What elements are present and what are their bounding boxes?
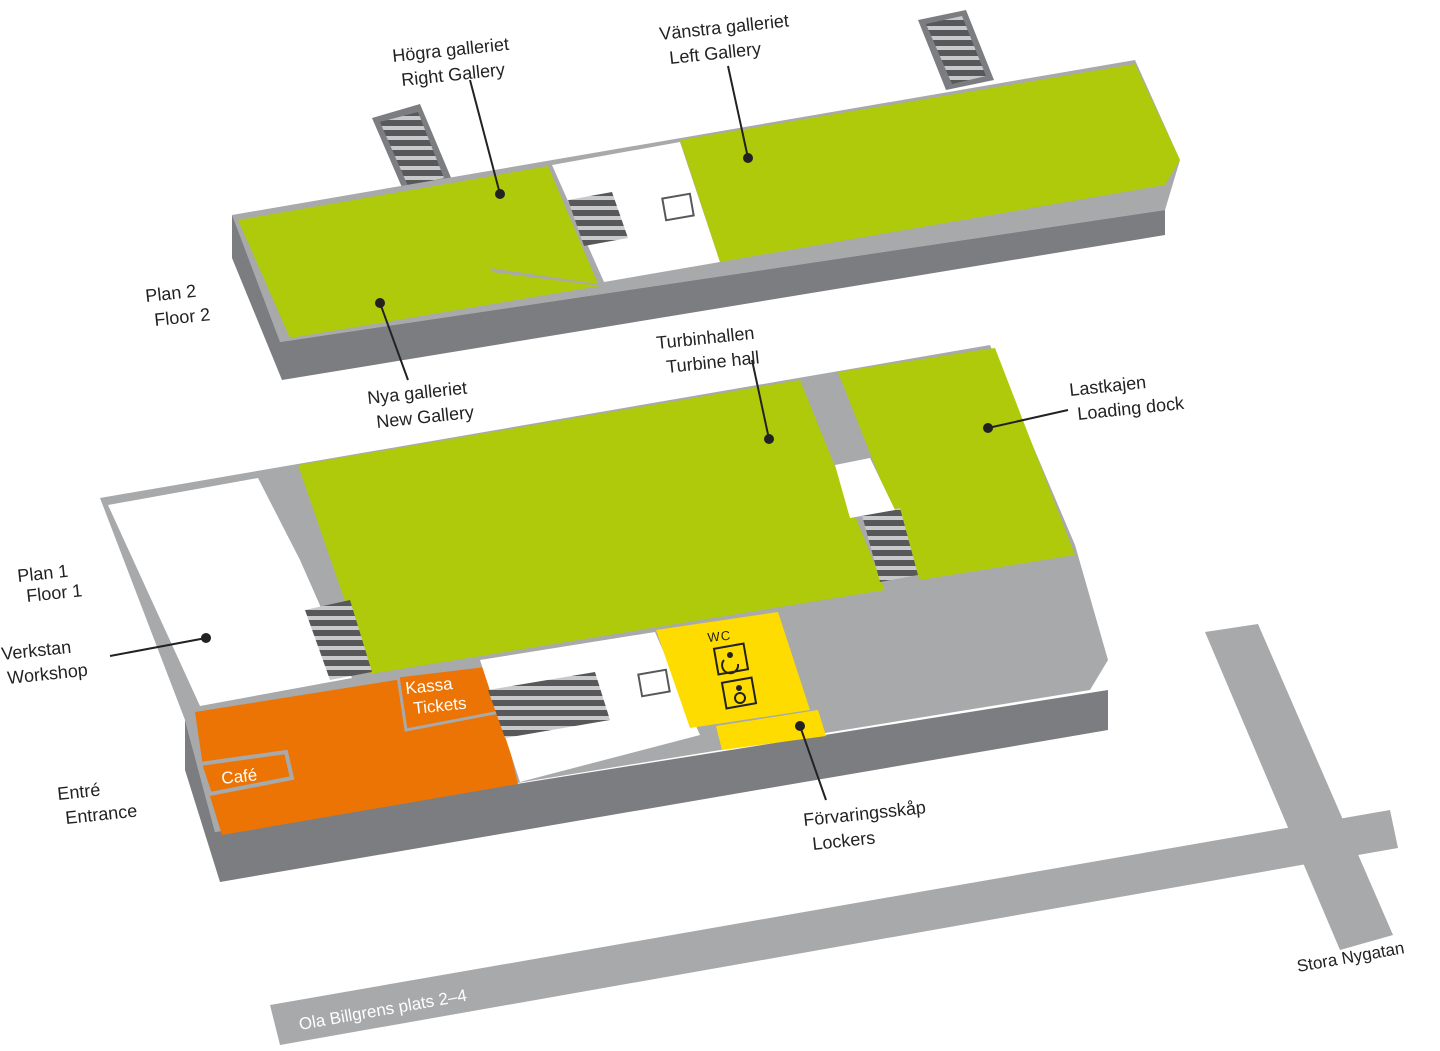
room-new-gallery	[238, 182, 600, 338]
label-lockers-sv: Förvaringsskåp	[802, 797, 926, 830]
floor-2-front-wall	[232, 210, 1165, 380]
elevator-icon	[661, 192, 695, 222]
room-right-gallery	[458, 166, 598, 284]
room-workshop	[108, 478, 352, 706]
label-wc: WC	[707, 628, 732, 645]
label-workshop-sv: Verkstan	[0, 637, 72, 664]
label-loading-dock-sv: Lastkajen	[1068, 372, 1147, 400]
room-lockers	[716, 710, 826, 750]
room-turbine-hall	[298, 380, 885, 674]
label-right-gallery-en: Right Gallery	[400, 59, 506, 90]
stairs-icon	[372, 10, 994, 192]
street-stora-nygatan	[1205, 624, 1393, 950]
room-left-gallery	[680, 64, 1180, 262]
label-left-gallery-en: Left Gallery	[668, 38, 762, 68]
baby-changing-icon	[720, 676, 758, 710]
label-floor-2-sv: Plan 2	[144, 281, 197, 306]
label-workshop-en: Workshop	[6, 660, 88, 688]
floor-1-front-wall	[185, 690, 1108, 882]
floor-2-void	[552, 142, 720, 282]
room-cafe	[197, 749, 295, 797]
elevator-icon-floor-1	[637, 668, 671, 698]
floor-1-plan	[100, 345, 1108, 882]
label-entrance-sv: Entré	[56, 780, 101, 804]
room-wc	[656, 612, 810, 728]
label-entrance-en: Entrance	[64, 801, 138, 828]
label-cafe: Café	[220, 765, 258, 788]
label-turbine-hall-en: Turbine hall	[665, 347, 760, 377]
label-tickets-sv: Kassa	[404, 674, 454, 698]
street-ola-billgrens-plats	[270, 810, 1398, 1045]
label-lockers-en: Lockers	[811, 827, 876, 853]
floor-2-plan	[232, 10, 1180, 381]
label-floor-2-en: Floor 2	[153, 304, 211, 330]
label-left-gallery-sv: Vänstra galleriet	[658, 10, 789, 43]
label-new-gallery-en: New Gallery	[375, 402, 475, 432]
